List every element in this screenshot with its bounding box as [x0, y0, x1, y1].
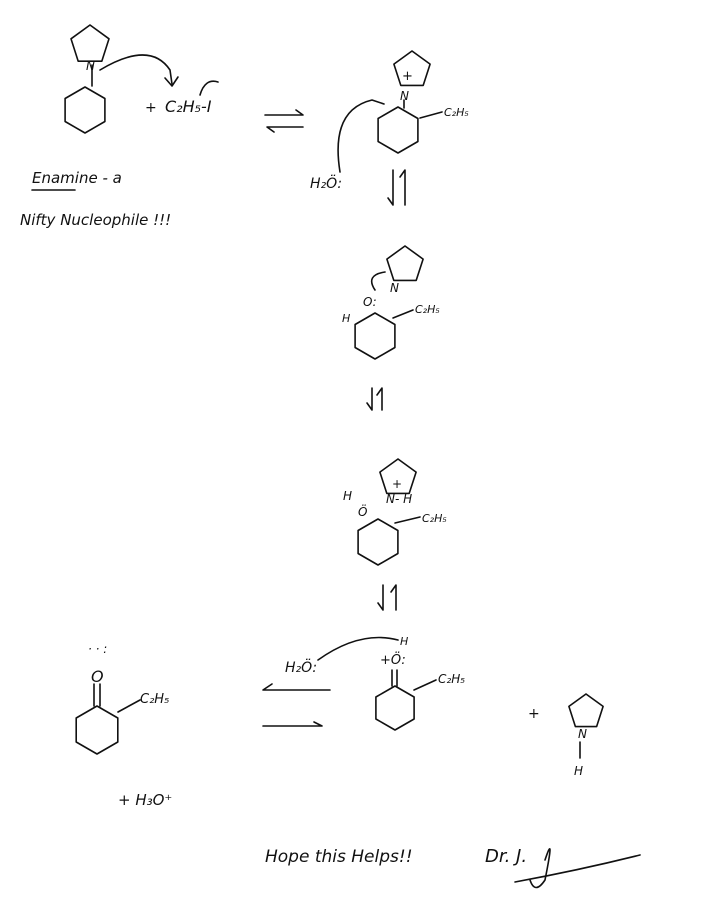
pyrrolidinium-ring	[379, 458, 417, 495]
ethyl-group: C₂H₅	[438, 672, 465, 686]
cyclohexane-ring	[354, 312, 396, 360]
down-arrow	[377, 584, 384, 611]
oxygen: Ö	[358, 503, 367, 519]
hydrogen: H	[342, 312, 350, 325]
hydrogen: H	[343, 489, 352, 503]
reverse-arrow	[266, 126, 304, 133]
hydrogen: H	[400, 635, 408, 648]
protonated-nitrogen: N- H	[386, 492, 412, 506]
bond	[419, 111, 443, 119]
up-arrow	[399, 169, 406, 206]
positive-charge: +	[392, 477, 402, 491]
amine-nitrogen: N	[578, 727, 587, 741]
hydronium: + H₃O⁺	[118, 791, 172, 809]
cyclohexanone-ring	[375, 685, 415, 731]
water-base: H₂Ö:	[285, 658, 317, 676]
product-cyclohexanone-ring	[75, 705, 119, 755]
ethyl-group: C₂H₅	[140, 692, 169, 707]
water-nucleophile: H₂Ö:	[310, 174, 342, 192]
svg-text:Dr. J.: Dr. J.	[485, 846, 527, 867]
oxonium: +Ö:	[380, 651, 406, 668]
lone-pairs: · · :	[88, 642, 107, 656]
plus-sign: +	[528, 706, 540, 722]
hydrogen: H	[574, 764, 583, 778]
curved-arrow-enamine-attack	[99, 54, 173, 85]
bond	[394, 516, 421, 524]
carbonyl-oxygen: O	[91, 667, 104, 686]
curved-arrow-deprotonation	[317, 636, 399, 661]
cyclohexane-ring	[357, 518, 399, 566]
bond	[413, 679, 437, 691]
up-arrow	[390, 584, 397, 611]
down-arrow	[366, 387, 373, 411]
ethyl-group: C₂H₅	[422, 512, 447, 525]
arrowhead	[164, 76, 179, 87]
curved-arrow-water-attack	[337, 99, 385, 173]
forward-arrow	[262, 721, 323, 727]
positive-charge: +	[402, 69, 413, 84]
curved-arrow-iodide-leaving	[199, 80, 219, 96]
pyrrolidine-ring	[70, 24, 110, 63]
pyrrolidinium-ring	[393, 50, 431, 87]
enamine-nitrogen: N	[86, 59, 95, 73]
plus-sign: +	[145, 100, 157, 116]
bond	[117, 699, 141, 713]
cyclohexene-ring	[64, 86, 106, 134]
oxygen: O:	[363, 295, 377, 309]
closing-message: Hope this Helps!!	[265, 847, 413, 867]
down-arrow	[387, 169, 394, 206]
ring-structures	[64, 24, 604, 755]
signature: Dr. J.	[485, 846, 641, 889]
forward-arrow	[264, 109, 304, 116]
iminium-nitrogen: N	[400, 89, 409, 103]
cyclohexane-ring	[377, 106, 419, 154]
double-bond	[93, 683, 101, 707]
caption-nifty-nucleophile: Nifty Nucleophile !!!	[20, 211, 171, 229]
ethyl-iodide: C₂H₅-I	[165, 97, 212, 116]
up-arrow	[376, 387, 383, 411]
nitrogen: N	[390, 281, 399, 295]
pyrrolidine-ring	[386, 245, 424, 282]
curved-arrow	[370, 271, 386, 291]
ethyl-group: C₂H₅	[415, 303, 440, 316]
bond	[392, 309, 414, 319]
reverse-arrow	[262, 683, 331, 691]
double-bond	[391, 669, 398, 687]
ethyl-group: C₂H₅	[444, 106, 469, 119]
caption-enamine: Enamine - a	[32, 169, 122, 187]
pyrrolidine-ring	[568, 693, 604, 728]
